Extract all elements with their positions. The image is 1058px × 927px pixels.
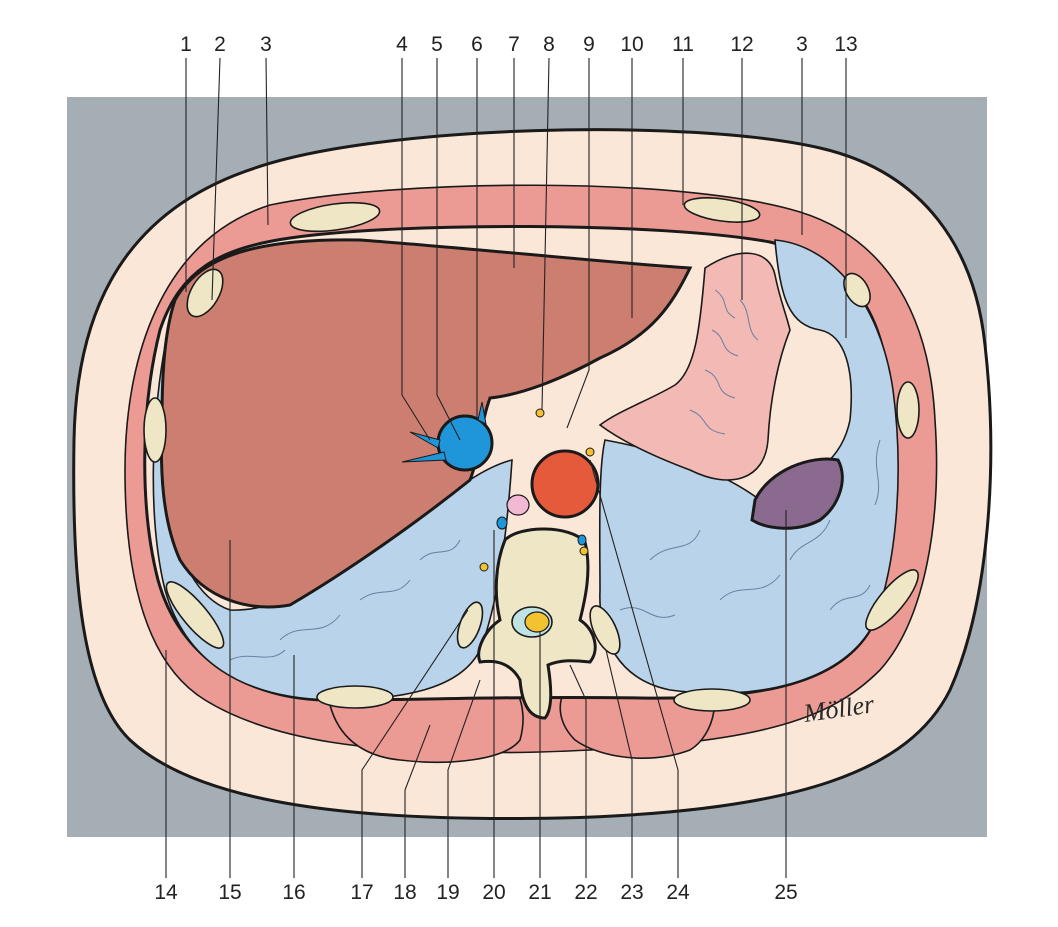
label-16: 16 bbox=[282, 881, 305, 904]
label-22: 22 bbox=[574, 881, 597, 904]
esophagus bbox=[507, 495, 529, 515]
label-19: 19 bbox=[436, 881, 459, 904]
label-10: 10 bbox=[620, 33, 643, 56]
rib-section bbox=[144, 398, 166, 462]
label-9: 9 bbox=[583, 33, 595, 56]
label-1: 1 bbox=[180, 33, 192, 56]
label-6: 6 bbox=[471, 33, 483, 56]
splanchnic-nerve bbox=[480, 563, 488, 571]
label-3-b: 3 bbox=[796, 33, 808, 56]
azygos-vein bbox=[497, 517, 507, 529]
label-5: 5 bbox=[431, 33, 443, 56]
label-20: 20 bbox=[482, 881, 505, 904]
label-11: 11 bbox=[672, 33, 694, 56]
labels-bottom: 14 15 16 17 18 19 20 21 22 23 24 25 bbox=[154, 881, 797, 904]
label-12: 12 bbox=[730, 33, 753, 56]
label-3-a: 3 bbox=[260, 33, 272, 56]
aorta bbox=[532, 451, 598, 517]
rib-section bbox=[897, 382, 919, 438]
rib-section bbox=[317, 686, 393, 708]
phrenic-nerve bbox=[536, 409, 544, 417]
vagus-nerve bbox=[586, 448, 594, 456]
label-2: 2 bbox=[214, 33, 226, 56]
label-13: 13 bbox=[834, 33, 857, 56]
label-17: 17 bbox=[350, 881, 373, 904]
inferior-vena-cava bbox=[438, 416, 492, 470]
label-15: 15 bbox=[218, 881, 241, 904]
rib-section bbox=[674, 689, 750, 711]
label-7: 7 bbox=[508, 33, 520, 56]
label-21: 21 bbox=[528, 881, 551, 904]
label-24: 24 bbox=[666, 881, 690, 904]
label-8: 8 bbox=[543, 33, 555, 56]
thoracic-duct bbox=[580, 547, 588, 555]
label-4: 4 bbox=[396, 33, 408, 56]
spinal-cord bbox=[525, 612, 549, 632]
label-25: 25 bbox=[774, 881, 797, 904]
label-14: 14 bbox=[154, 881, 178, 904]
label-23: 23 bbox=[620, 881, 643, 904]
hemiazygos-vein bbox=[578, 535, 586, 545]
labels-top: 1 2 3 4 5 6 7 8 9 10 11 12 3 13 bbox=[180, 33, 858, 56]
label-18: 18 bbox=[393, 881, 416, 904]
